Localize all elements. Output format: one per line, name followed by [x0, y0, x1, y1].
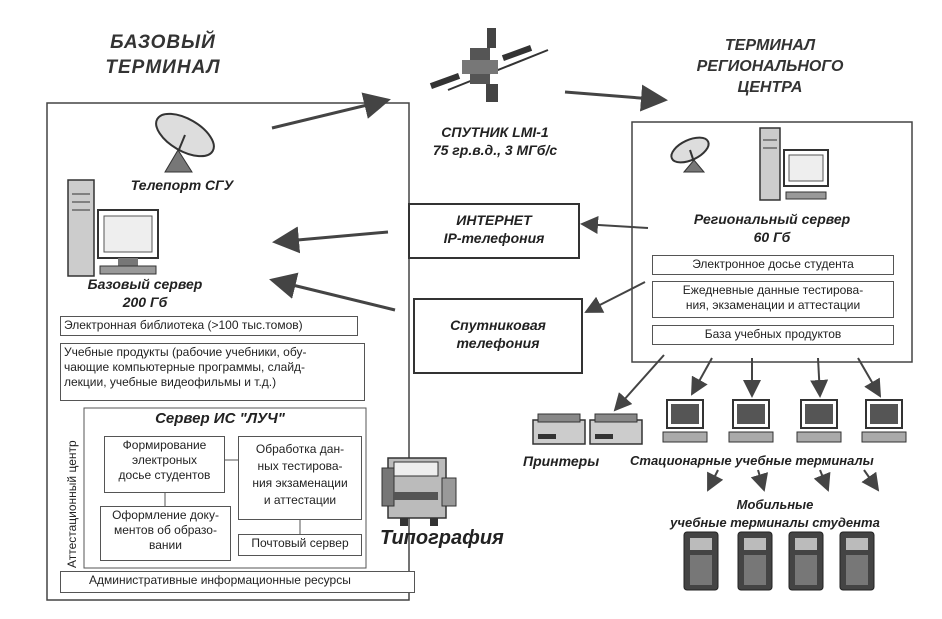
regional-terminal-title: ТЕРМИНАЛ РЕГИОНАЛЬНОГО ЦЕНТРА [690, 35, 850, 98]
teleport-dish-icon [155, 112, 215, 173]
internet-box: ИНТЕРНЕТ IP-телефония [408, 203, 580, 259]
arrow-to-terminal-3 [810, 357, 829, 398]
printer-icon-1 [532, 413, 586, 445]
regional-dish-icon [670, 136, 710, 173]
arrow-to-terminal-1 [691, 357, 713, 396]
admin-resources-box: Административные информационные ресурсы [60, 571, 415, 593]
arrow-internet-to-base [272, 226, 389, 254]
daily-testing-data-box: Ежедневные данные тестирова- ния, экзаме… [652, 281, 894, 318]
regional-terminal-title-line3: ЦЕНТРА [737, 79, 803, 96]
satellite-label-line1: СПУТНИК LMI-1 [441, 124, 549, 140]
base-server-label: Базовый сервер 200 Гб [60, 275, 230, 311]
teleport-label: Телепорт СГУ [130, 177, 234, 193]
arrow-regional-to-satphone [584, 281, 646, 313]
arrow-regional-to-internet [580, 215, 649, 234]
internet-line1: ИНТЕРНЕТ [456, 212, 532, 228]
mobile-terminals-label: Мобильные учебные терминалы студента [640, 496, 910, 532]
regional-server-label: Региональный сервер 60 Гб [672, 210, 872, 246]
test-processing-line1: Обработка дан- [255, 442, 345, 456]
stationary-terminal-icon-1 [662, 399, 708, 443]
satellite-label: СПУТНИК LMI-1 75 гр.в.д., 3 МГб/с [395, 123, 595, 159]
daily-testing-data-line2: ния, экзаменации и аттестации [685, 298, 861, 312]
arrow-to-mobile-1 [707, 469, 724, 492]
arrow-to-mobile-4 [861, 469, 880, 492]
test-processing-line4: и аттестации [263, 493, 337, 507]
dossier-formation-box: Формирование электроных досье студентов [104, 436, 225, 493]
arrow-to-terminal-4 [857, 357, 882, 398]
education-documents-line1: Оформление доку- [112, 508, 219, 522]
arrow-to-mobile-2 [750, 469, 769, 492]
mobile-terminal-icon-4 [839, 531, 875, 591]
stationary-terminal-icon-3 [796, 399, 842, 443]
student-dossier-box: Электронное досье студента [652, 255, 894, 275]
regional-server-label-line1: Региональный сервер [693, 211, 851, 227]
base-server-computer-icon [67, 179, 159, 277]
electronic-library-box: Электронная библиотека (>100 тыс.томов) [60, 316, 358, 336]
base-server-label-line1: Базовый сервер [87, 276, 203, 292]
is-server-frame [83, 407, 367, 569]
regional-server-computer-icon [759, 127, 829, 201]
satellite-label-line2: 75 гр.в.д., 3 МГб/с [432, 142, 558, 158]
educational-products-box: Учебные продукты (рабочие учебники, обу-… [60, 343, 365, 401]
test-processing-box: Обработка дан- ных тестирова- ния экзаме… [238, 436, 362, 520]
base-terminal-title: БАЗОВЫЙ ТЕРМИНАЛ [88, 30, 238, 80]
internet-line2: IP-телефония [443, 230, 545, 246]
dossier-formation-line1: Формирование [122, 438, 207, 452]
test-processing-line3: ния экзаменации [252, 476, 348, 490]
mobile-terminal-icon-2 [737, 531, 773, 591]
dossier-formation-line2: электроных [131, 453, 197, 467]
mobile-terminals-line1: Мобильные [736, 497, 814, 512]
satellite-phone-box: Спутниковая телефония [413, 298, 583, 374]
printing-machine-icon [381, 457, 457, 526]
education-documents-box: Оформление доку- ментов об образо- вании [100, 506, 231, 561]
education-documents-line3: вании [149, 538, 182, 552]
products-base-box: База учебных продуктов [652, 325, 894, 345]
satellite-phone-line1: Спутниковая [450, 317, 546, 333]
mail-server-box: Почтовый сервер [238, 534, 362, 556]
mobile-terminals-line2: учебные терминалы студента [670, 515, 880, 530]
dossier-formation-line3: досье студентов [118, 468, 211, 482]
stationary-terminal-icon-4 [861, 399, 907, 443]
arrow-to-printers [613, 354, 665, 412]
satellite-phone-line2: телефония [456, 335, 540, 351]
is-server-title: Сервер ИС "ЛУЧ" [155, 410, 285, 427]
arrow-satphone-to-base [269, 272, 396, 312]
arrow-base-to-satellite [271, 92, 391, 130]
typography-label: Типография [380, 527, 504, 549]
regional-terminal-frame [631, 121, 913, 363]
regional-terminal-title-line2: РЕГИОНАЛЬНОГО [696, 58, 844, 75]
stationary-terminal-icon-2 [728, 399, 774, 443]
base-terminal-title-line1: БАЗОВЫЙ [110, 32, 216, 53]
mobile-terminal-icon-1 [683, 531, 719, 591]
daily-testing-data-line1: Ежедневные данные тестирова- [682, 283, 864, 297]
test-processing-line2: ных тестирова- [257, 459, 343, 473]
arrow-satellite-to-regional [564, 84, 668, 112]
regional-terminal-title-line1: ТЕРМИНАЛ [724, 37, 816, 54]
mobile-terminal-icon-3 [788, 531, 824, 591]
printer-icon-2 [589, 413, 643, 445]
attestation-center-label: Аттестационный центр [65, 440, 79, 568]
printers-label: Принтеры [523, 453, 600, 469]
satellite-icon [429, 28, 549, 102]
stationary-terminals-label: Стационарные учебные терминалы [630, 453, 874, 468]
educational-products-line3: лекции, учебные видеофильмы и т.д.) [64, 375, 277, 389]
base-terminal-frame [46, 102, 410, 601]
regional-server-label-line2: 60 Гб [753, 229, 791, 245]
educational-products-line1: Учебные продукты (рабочие учебники, обу- [64, 345, 307, 359]
arrow-to-mobile-3 [813, 469, 831, 492]
base-terminal-title-line2: ТЕРМИНАЛ [105, 57, 221, 78]
education-documents-line2: ментов об образо- [114, 523, 217, 537]
base-server-label-line2: 200 Гб [122, 294, 168, 310]
educational-products-line2: чающие компьютерные программы, слайд- [64, 360, 306, 374]
